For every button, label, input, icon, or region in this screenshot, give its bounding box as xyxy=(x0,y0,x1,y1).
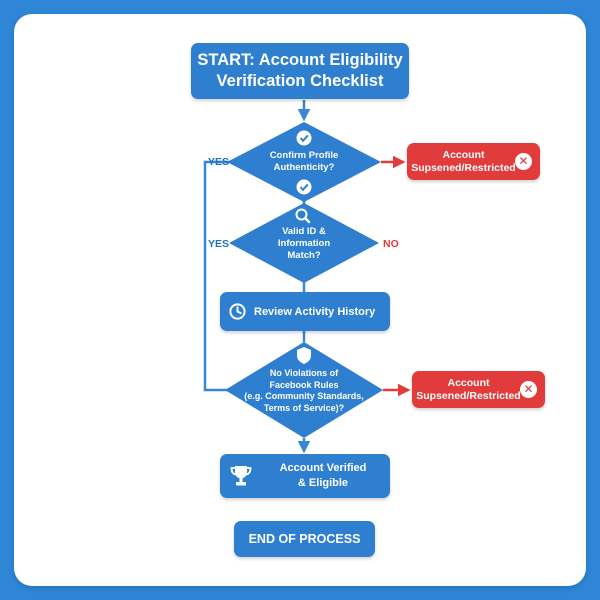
restricted-outcome-2: Account Supsened/Restricted ✕ xyxy=(412,371,545,408)
check-icon xyxy=(296,130,312,146)
clock-icon xyxy=(228,302,247,321)
shield-icon xyxy=(297,347,311,364)
account-verified-node: Account Verified & Eligible xyxy=(220,454,390,498)
review-activity-node: Review Activity History xyxy=(220,292,390,331)
start-node: START: Account Eligibility Verification … xyxy=(191,43,409,99)
confirm-profile-label: Confirm Profile Authenticity? xyxy=(269,150,339,173)
account-verified-label: Account Verified & Eligible xyxy=(279,462,367,489)
decision-valid-id xyxy=(229,203,379,283)
branch-yes-1: YES xyxy=(208,156,230,168)
end-label: END OF PROCESS xyxy=(248,532,361,546)
no-violations-label: No Violations of Facebook Rules (e.g. Co… xyxy=(244,368,364,413)
check-icon xyxy=(296,179,312,195)
trophy-icon xyxy=(228,463,254,489)
branch-yes-2: YES xyxy=(208,238,230,250)
end-node: END OF PROCESS xyxy=(234,521,375,557)
decision-confirm-profile xyxy=(227,122,381,202)
review-activity-label: Review Activity History xyxy=(254,305,376,318)
x-icon: ✕ xyxy=(520,381,537,398)
connector-yes-loop xyxy=(203,160,230,392)
x-icon: ✕ xyxy=(515,153,532,170)
decision-no-violations xyxy=(225,342,383,438)
start-title: START: Account Eligibility Verification … xyxy=(197,51,403,90)
restricted-label-2: Account Supsened/Restricted xyxy=(416,376,521,402)
restricted-label-1: Account Supsened/Restricted xyxy=(411,148,516,174)
magnifier-icon xyxy=(295,208,311,224)
branch-no-1: NO xyxy=(383,238,399,250)
restricted-outcome-1: Account Supsened/Restricted ✕ xyxy=(407,143,540,180)
valid-id-label: Valid ID & Information Match? xyxy=(277,226,331,261)
